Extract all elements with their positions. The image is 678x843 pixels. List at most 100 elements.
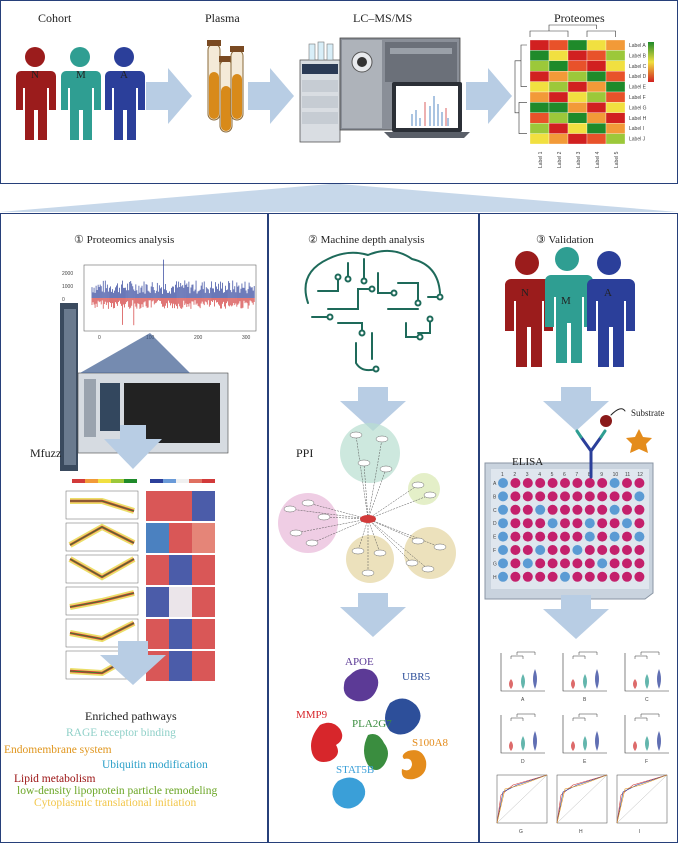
heat-cell xyxy=(586,133,607,145)
plate-row-label: D xyxy=(493,521,497,527)
violin-shape xyxy=(583,736,587,751)
plate-well xyxy=(510,571,521,582)
heat-cell xyxy=(567,123,588,134)
mfuzz-core xyxy=(69,592,135,608)
plate-row-label: E xyxy=(493,535,497,541)
violin-axes xyxy=(624,653,669,692)
plasma-tubes xyxy=(207,40,244,133)
heat-col-label: Label 2 xyxy=(557,151,563,168)
arrow-right-1 xyxy=(146,68,192,124)
mfuzz-heat xyxy=(192,523,215,553)
protein-stat5b: STAT5B xyxy=(336,764,375,776)
plate-well xyxy=(560,518,570,529)
plate-well xyxy=(572,478,583,488)
heat-cell xyxy=(529,39,550,51)
mfuzz-label: Mfuzz xyxy=(30,446,62,460)
plate-well xyxy=(498,491,508,502)
brain-trace xyxy=(377,272,395,294)
mfuzz-heat xyxy=(192,619,215,649)
heat-cell xyxy=(586,71,607,82)
plate-col-label: 6 xyxy=(563,472,566,478)
heat-cell xyxy=(529,81,550,93)
plate-well xyxy=(622,518,632,529)
plate-well xyxy=(510,491,521,502)
plate-col-label: 12 xyxy=(637,472,643,478)
arrow-right-2 xyxy=(248,68,294,124)
violin-signif xyxy=(572,651,598,659)
person-m-letter: M xyxy=(76,69,86,81)
plate-well xyxy=(584,531,595,542)
heat-cell xyxy=(586,60,607,72)
roc-letter: G xyxy=(519,829,523,835)
violin-axes xyxy=(562,715,607,754)
plate-well xyxy=(634,478,645,488)
blob-s100a8 xyxy=(401,750,427,780)
ppi-cluster xyxy=(346,535,394,583)
heat-cell xyxy=(586,112,607,124)
plate-well xyxy=(535,491,546,502)
plate-well xyxy=(535,545,546,555)
roc-curve xyxy=(496,774,548,824)
plate-row-label: B xyxy=(493,494,497,500)
ppi-edge xyxy=(367,494,431,520)
heat-col-label: Label 4 xyxy=(595,151,601,168)
plate-well xyxy=(597,491,608,502)
roc-curve xyxy=(496,774,548,824)
roc-diagonal xyxy=(496,774,548,824)
ppi-label: PPI xyxy=(296,446,314,460)
plate-well xyxy=(510,558,521,569)
heat-cell xyxy=(548,50,569,61)
pathway-2: Ubiquitin modification xyxy=(102,759,208,771)
heat-col-label: Label 1 xyxy=(538,151,544,168)
mfuzz-colorbar xyxy=(85,479,98,483)
plate-well xyxy=(547,478,558,488)
plate-well xyxy=(597,518,608,529)
violin-letter: D xyxy=(521,759,525,765)
heat-cell xyxy=(529,102,550,113)
plate-well xyxy=(498,558,508,569)
blob-stat5b xyxy=(332,777,366,809)
plate-well xyxy=(560,558,570,569)
heat-cell xyxy=(567,39,588,51)
mfuzz-heat xyxy=(192,555,215,585)
plate-col-label: 4 xyxy=(538,472,541,478)
plate-col-label: 7 xyxy=(575,472,578,478)
arrow-right-3 xyxy=(466,68,512,124)
ppi-edge xyxy=(307,502,369,520)
funnel-connector xyxy=(0,184,678,212)
violin-letter: F xyxy=(645,759,648,765)
plate-row-label: H xyxy=(493,575,497,581)
heat-cell xyxy=(586,91,607,103)
heat-cell xyxy=(567,133,588,145)
plasma-label: Plasma xyxy=(205,11,240,25)
plate-well xyxy=(622,478,632,488)
plate-well xyxy=(597,558,608,569)
panel2-title: ② Machine depth analysis xyxy=(308,234,425,246)
plate-well xyxy=(634,545,645,555)
brain-node xyxy=(372,365,380,373)
ppi-node xyxy=(411,537,425,545)
plate-inner xyxy=(491,469,649,589)
violin-letter: B xyxy=(583,697,587,703)
person-m xyxy=(61,47,101,140)
plate-well xyxy=(572,545,583,555)
plate-well xyxy=(498,545,508,555)
mfuzz-colorbar xyxy=(98,479,111,483)
ppi-node xyxy=(289,529,303,537)
violin-signif xyxy=(634,713,660,721)
violin-shape xyxy=(657,731,661,751)
elisa-label: ELISA xyxy=(512,456,544,468)
person-n xyxy=(16,47,56,140)
roc-letter: H xyxy=(579,829,583,835)
mfuzz-heat xyxy=(169,587,192,617)
pathway-0: RAGE receptor binding xyxy=(66,727,176,739)
pathway-5: Cytoplasmic translational initiation xyxy=(34,797,197,809)
brain-node xyxy=(360,277,368,285)
mfuzz-heat xyxy=(146,491,169,521)
spectrum-xtick: 200 xyxy=(194,335,203,341)
violin-shape xyxy=(633,679,637,689)
brain-trace xyxy=(304,249,441,304)
plate-well xyxy=(560,491,570,502)
